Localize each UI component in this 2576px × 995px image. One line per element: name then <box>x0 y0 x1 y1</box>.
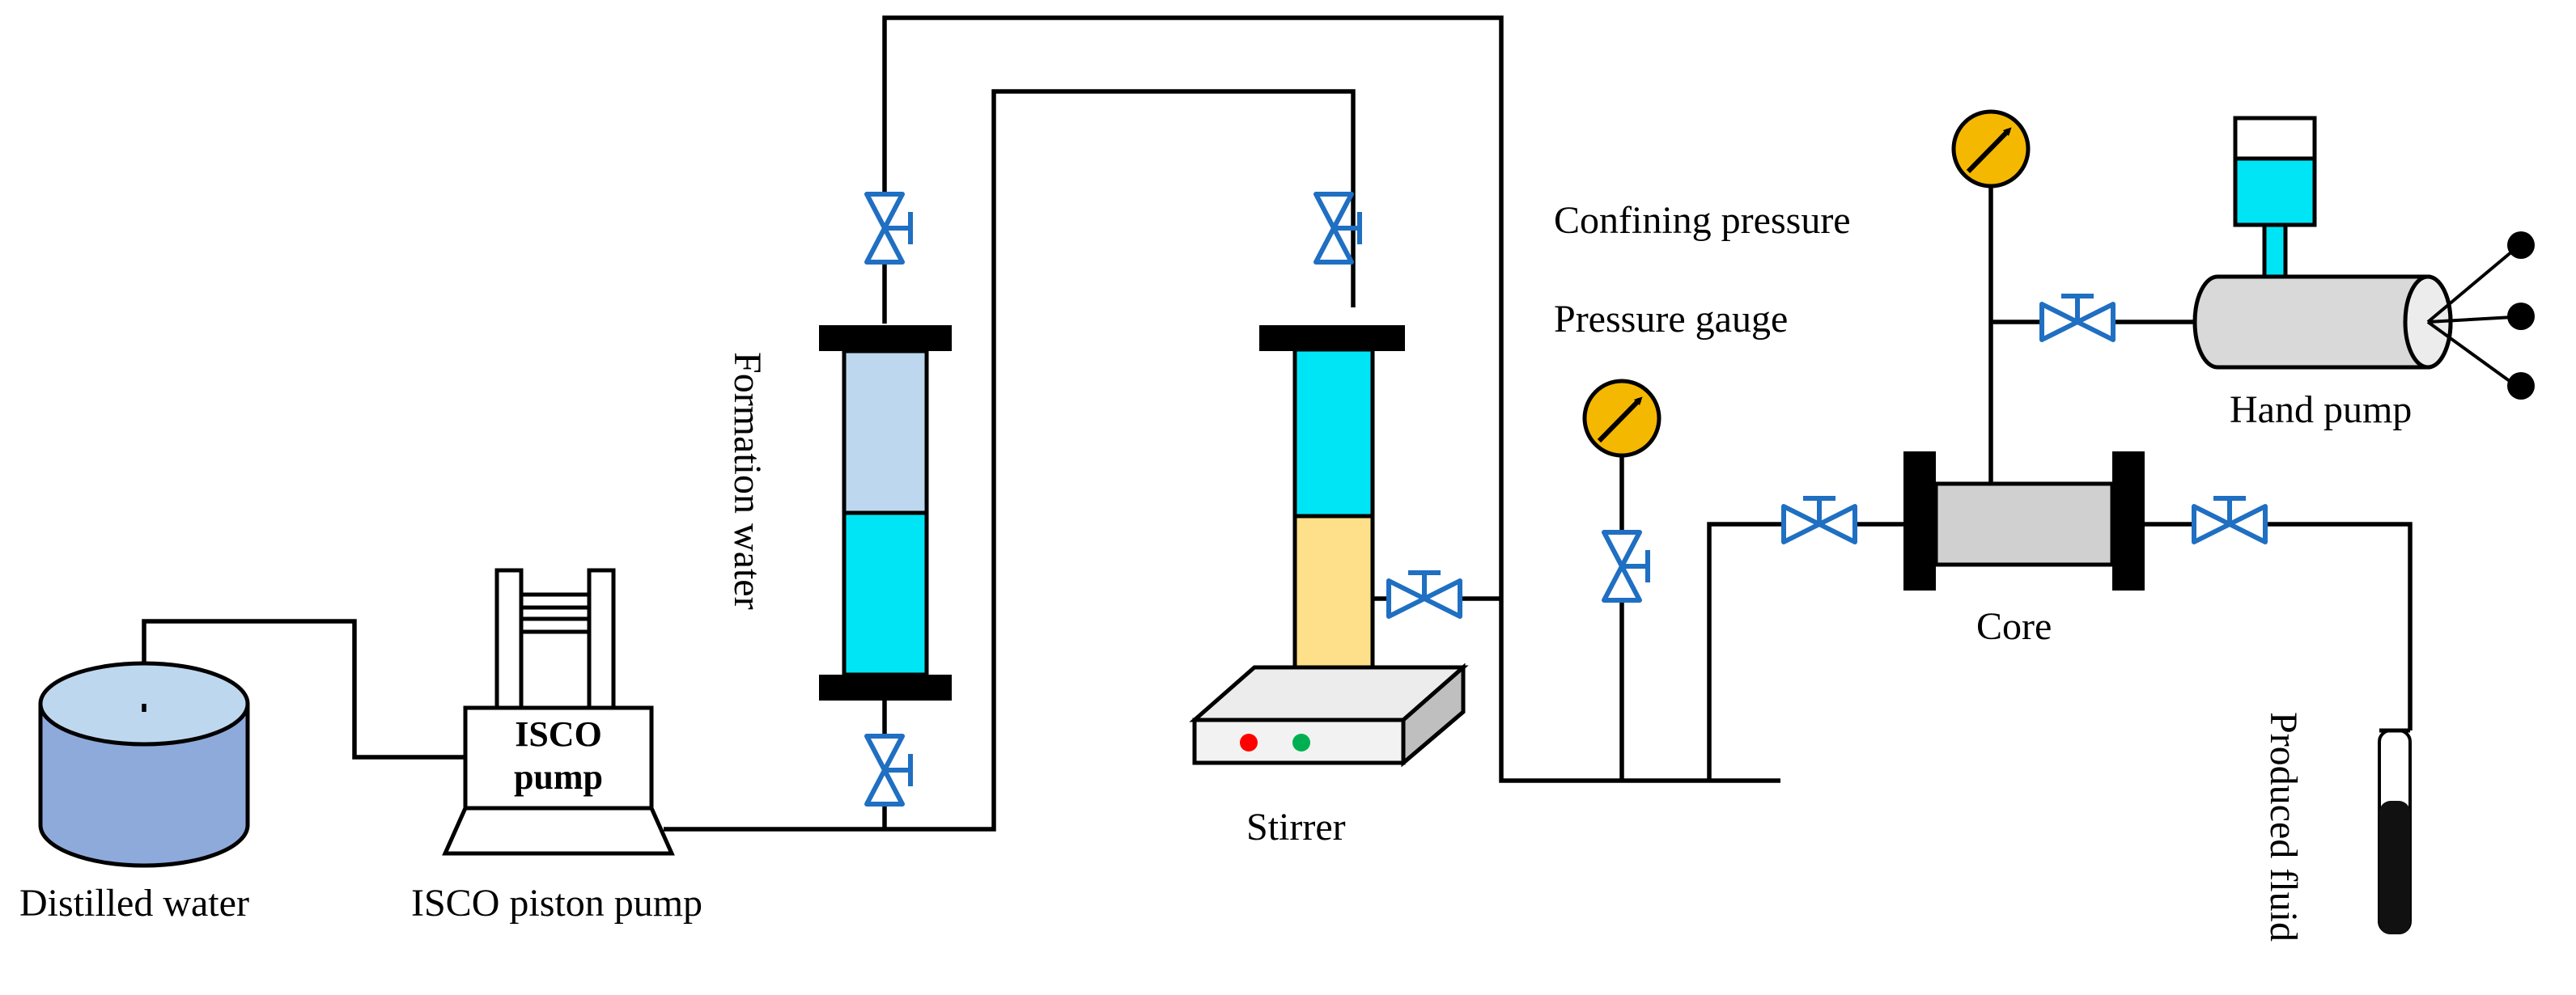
core-holder <box>1903 451 2145 591</box>
valve-stirrer-outlet-icon[interactable] <box>1389 573 1460 616</box>
label-confining-pressure: Confining pressure <box>1554 199 1851 242</box>
valve-core-outlet-icon[interactable] <box>2194 498 2265 542</box>
isco-piston-pump <box>442 568 675 856</box>
stirrer-green-indicator <box>1292 734 1310 752</box>
label-formation-water: Formation water <box>726 352 769 610</box>
label-isco-piston-pump: ISCO piston pump <box>411 882 702 925</box>
valve-core-inlet-icon[interactable] <box>1784 498 1855 542</box>
label-isco-pump-line1: ISCO <box>515 714 602 754</box>
hand-pump <box>2192 116 2535 400</box>
distilled-water-tank <box>38 661 250 868</box>
label-pressure-gauge: Pressure gauge <box>1554 298 1788 341</box>
valve-formation-bottom-icon[interactable] <box>867 736 910 804</box>
magnetic-stirrer <box>1189 663 1469 768</box>
pipe-network <box>142 15 2413 832</box>
hand-pump-handle-icon[interactable] <box>2426 231 2535 400</box>
label-hand-pump: Hand pump <box>2230 388 2412 431</box>
confining-pressure-gauge-icon <box>1951 109 2031 188</box>
label-isco-pump-line2: pump <box>514 757 603 797</box>
formation-water-cylinder <box>819 325 952 701</box>
valve-formation-top-icon[interactable] <box>867 194 910 262</box>
valve-confining-icon[interactable] <box>2042 296 2113 340</box>
produced-fluid-tube <box>2378 728 2412 934</box>
stirrer-red-indicator <box>1240 734 1258 752</box>
label-distilled-water: Distilled water <box>19 882 249 925</box>
valve-gauge-icon[interactable] <box>1604 532 1648 600</box>
stirred-cylinder <box>1259 325 1405 702</box>
label-produced-fluid: Produced fluid <box>2262 712 2305 942</box>
label-stirrer: Stirrer <box>1246 806 1346 849</box>
label-core: Core <box>1976 605 2052 648</box>
pressure-gauge-icon <box>1582 379 1661 458</box>
